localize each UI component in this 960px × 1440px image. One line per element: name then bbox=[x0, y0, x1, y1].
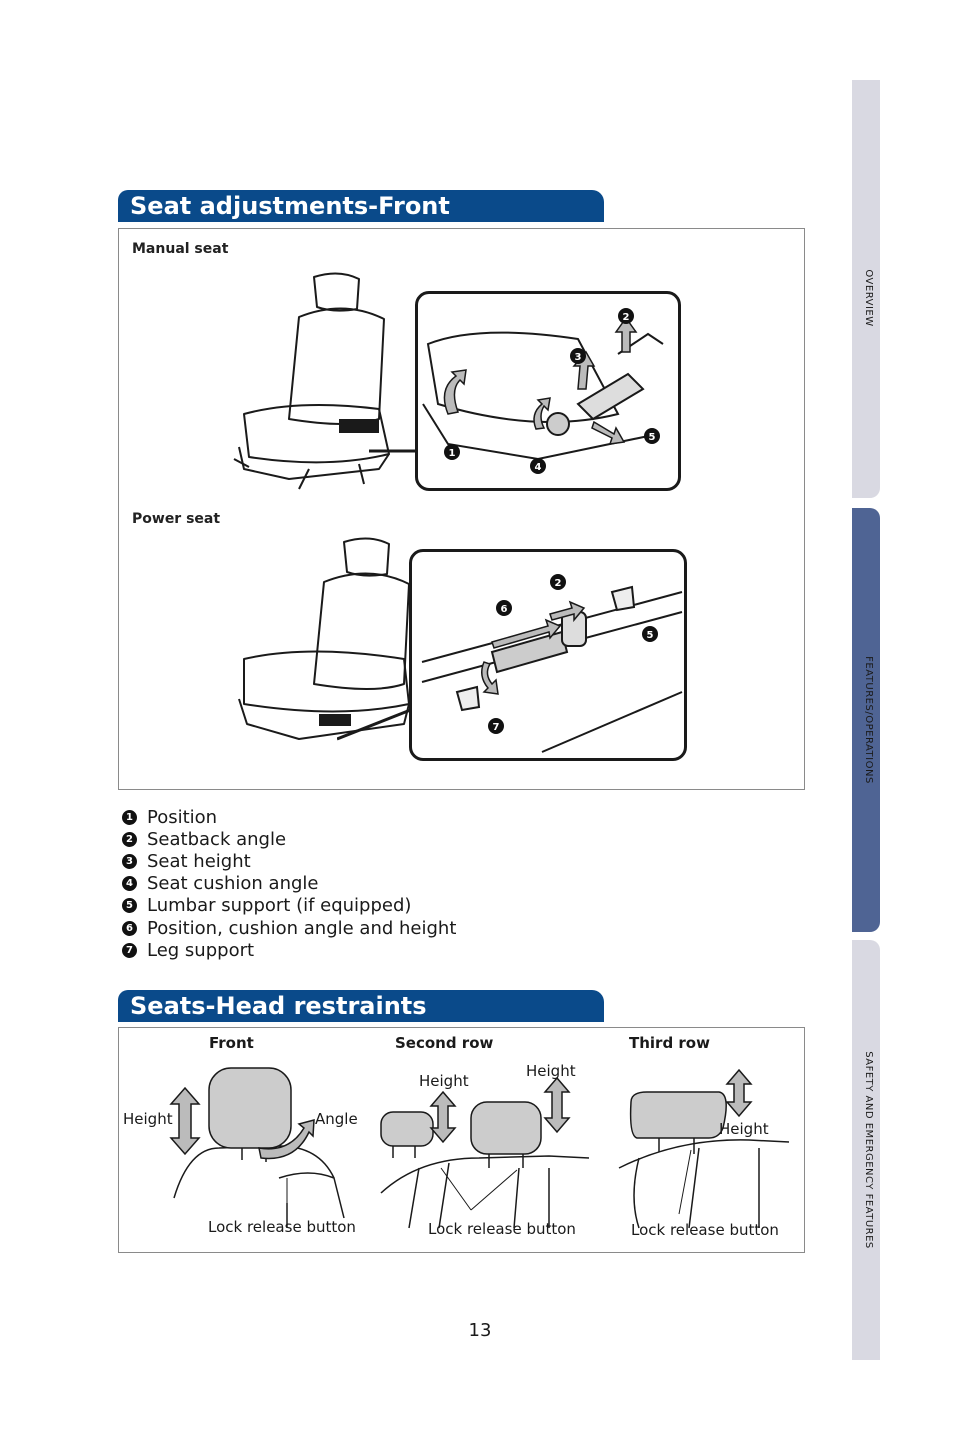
head-restraints-illustration bbox=[169, 1067, 790, 1229]
front-lock-label: Lock release button bbox=[208, 1218, 356, 1236]
legend-number: 6 bbox=[122, 920, 137, 936]
callout-badge: 2 bbox=[623, 312, 630, 323]
power-zoom-leader bbox=[337, 707, 414, 741]
callout-badge: 2 bbox=[555, 578, 562, 589]
adjustment-legend: 1 Position 2 Seatback angle 3 Seat height 4… bbox=[122, 806, 456, 961]
legend-text: Seatback angle bbox=[147, 828, 287, 850]
legend-item: 4 Seat cushion angle bbox=[122, 873, 456, 895]
legend-item: 3 Seat height bbox=[122, 850, 456, 872]
manual-seat-illustration bbox=[233, 272, 390, 490]
legend-number: 5 bbox=[122, 898, 137, 914]
legend-item: 5 Lumbar support (if equipped) bbox=[122, 895, 456, 917]
callout-badge: 5 bbox=[649, 432, 656, 443]
legend-number: 3 bbox=[122, 853, 137, 869]
manual-seat-detail: 1 2 3 4 5 bbox=[422, 308, 664, 474]
power-seat-caption: Power seat bbox=[132, 511, 221, 527]
legend-number: 4 bbox=[122, 876, 137, 892]
second-row-title: Second row bbox=[395, 1034, 494, 1052]
legend-number: 7 bbox=[122, 942, 137, 958]
legend-item: 2 Seatback angle bbox=[122, 828, 456, 850]
callout-badge: 1 bbox=[449, 448, 456, 459]
section-title-seat-adjustments: Seat adjustments-Front bbox=[118, 190, 604, 222]
manual-zoom-leader bbox=[369, 449, 416, 453]
callout-badge: 5 bbox=[647, 630, 654, 641]
side-tab-label: SAFETY AND EMERGENCY FEATURES bbox=[863, 1051, 874, 1249]
power-seat-detail: 2 5 6 7 bbox=[421, 574, 683, 753]
legend-item: 6 Position, cushion angle and height bbox=[122, 917, 456, 939]
callout-badge: 7 bbox=[493, 722, 500, 733]
side-tab-features[interactable]: FEATURES/OPERATIONS bbox=[852, 508, 880, 932]
side-tab-label: FEATURES/OPERATIONS bbox=[863, 656, 874, 784]
page-number: 13 bbox=[468, 1320, 492, 1341]
legend-text: Seat cushion angle bbox=[147, 873, 319, 895]
second-height-label-2: Height bbox=[526, 1062, 576, 1080]
legend-item: 1 Position bbox=[122, 806, 456, 828]
second-height-label-1: Height bbox=[419, 1072, 469, 1090]
third-row-title: Third row bbox=[629, 1034, 710, 1052]
front-angle-label: Angle bbox=[315, 1110, 358, 1128]
legend-number: 1 bbox=[122, 809, 137, 825]
legend-number: 2 bbox=[122, 831, 137, 847]
head-restraints-panel: Front Second row Third row bbox=[118, 1027, 805, 1253]
callout-badge: 3 bbox=[575, 352, 582, 363]
section-title-head-restraints: Seats-Head restraints bbox=[118, 990, 604, 1022]
second-lock-label: Lock release button bbox=[428, 1220, 576, 1238]
manual-seat-caption: Manual seat bbox=[132, 241, 229, 257]
callout-badge: 6 bbox=[501, 604, 508, 615]
legend-text: Leg support bbox=[147, 939, 255, 961]
front-height-label: Height bbox=[123, 1110, 173, 1128]
legend-text: Position bbox=[147, 806, 218, 828]
third-height-label: Height bbox=[719, 1120, 769, 1138]
seat-adjustments-panel: Manual seat Power seat bbox=[118, 228, 805, 790]
manual-seat-zoom: 1 2 3 4 5 bbox=[415, 291, 681, 491]
power-seat-zoom: 2 5 6 7 bbox=[409, 549, 687, 761]
side-tab-overview[interactable]: OVERVIEW bbox=[852, 80, 880, 498]
callout-badge: 4 bbox=[535, 462, 542, 473]
legend-text: Seat height bbox=[147, 850, 251, 872]
legend-item: 7 Leg support bbox=[122, 939, 456, 961]
third-lock-label: Lock release button bbox=[631, 1221, 779, 1239]
legend-text: Position, cushion angle and height bbox=[147, 917, 457, 939]
front-title: Front bbox=[209, 1034, 254, 1052]
side-tab-safety[interactable]: SAFETY AND EMERGENCY FEATURES bbox=[852, 940, 880, 1360]
legend-text: Lumbar support (if equipped) bbox=[147, 895, 412, 917]
side-tab-label: OVERVIEW bbox=[863, 269, 874, 327]
